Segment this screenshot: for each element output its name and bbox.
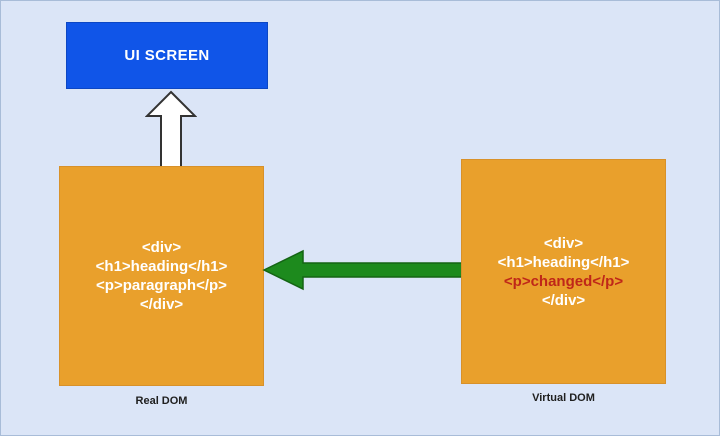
render-up-arrow — [144, 90, 198, 168]
code-line-changed: <p>changed</p> — [503, 272, 624, 290]
real-dom-code: <div> <h1>heading</h1> <p>paragraph</p> … — [96, 238, 228, 314]
real-dom-box: <div> <h1>heading</h1> <p>paragraph</p> … — [59, 166, 264, 386]
code-line: <h1>heading</h1> — [497, 253, 630, 271]
code-line: </div> — [541, 291, 586, 309]
code-line: <p>paragraph</p> — [96, 277, 227, 294]
code-line: <div> — [543, 234, 584, 252]
virtual-dom-box: <div> <h1>heading</h1> <p>changed</p> </… — [461, 159, 666, 384]
code-line: <h1>heading</h1> — [95, 258, 228, 275]
code-line: </div> — [139, 296, 184, 313]
real-dom-caption: Real DOM — [135, 395, 188, 407]
ui-screen-box: UI SCREEN — [66, 22, 268, 89]
code-line: <div> — [141, 239, 182, 256]
diff-left-arrow — [262, 249, 466, 291]
ui-screen-label: UI SCREEN — [124, 47, 210, 64]
virtual-dom-caption: Virtual DOM — [532, 392, 595, 404]
diff-left-arrow-icon — [262, 249, 466, 291]
render-up-arrow-icon — [144, 90, 198, 168]
virtual-dom-code: <div> <h1>heading</h1> <p>changed</p> </… — [498, 234, 630, 310]
